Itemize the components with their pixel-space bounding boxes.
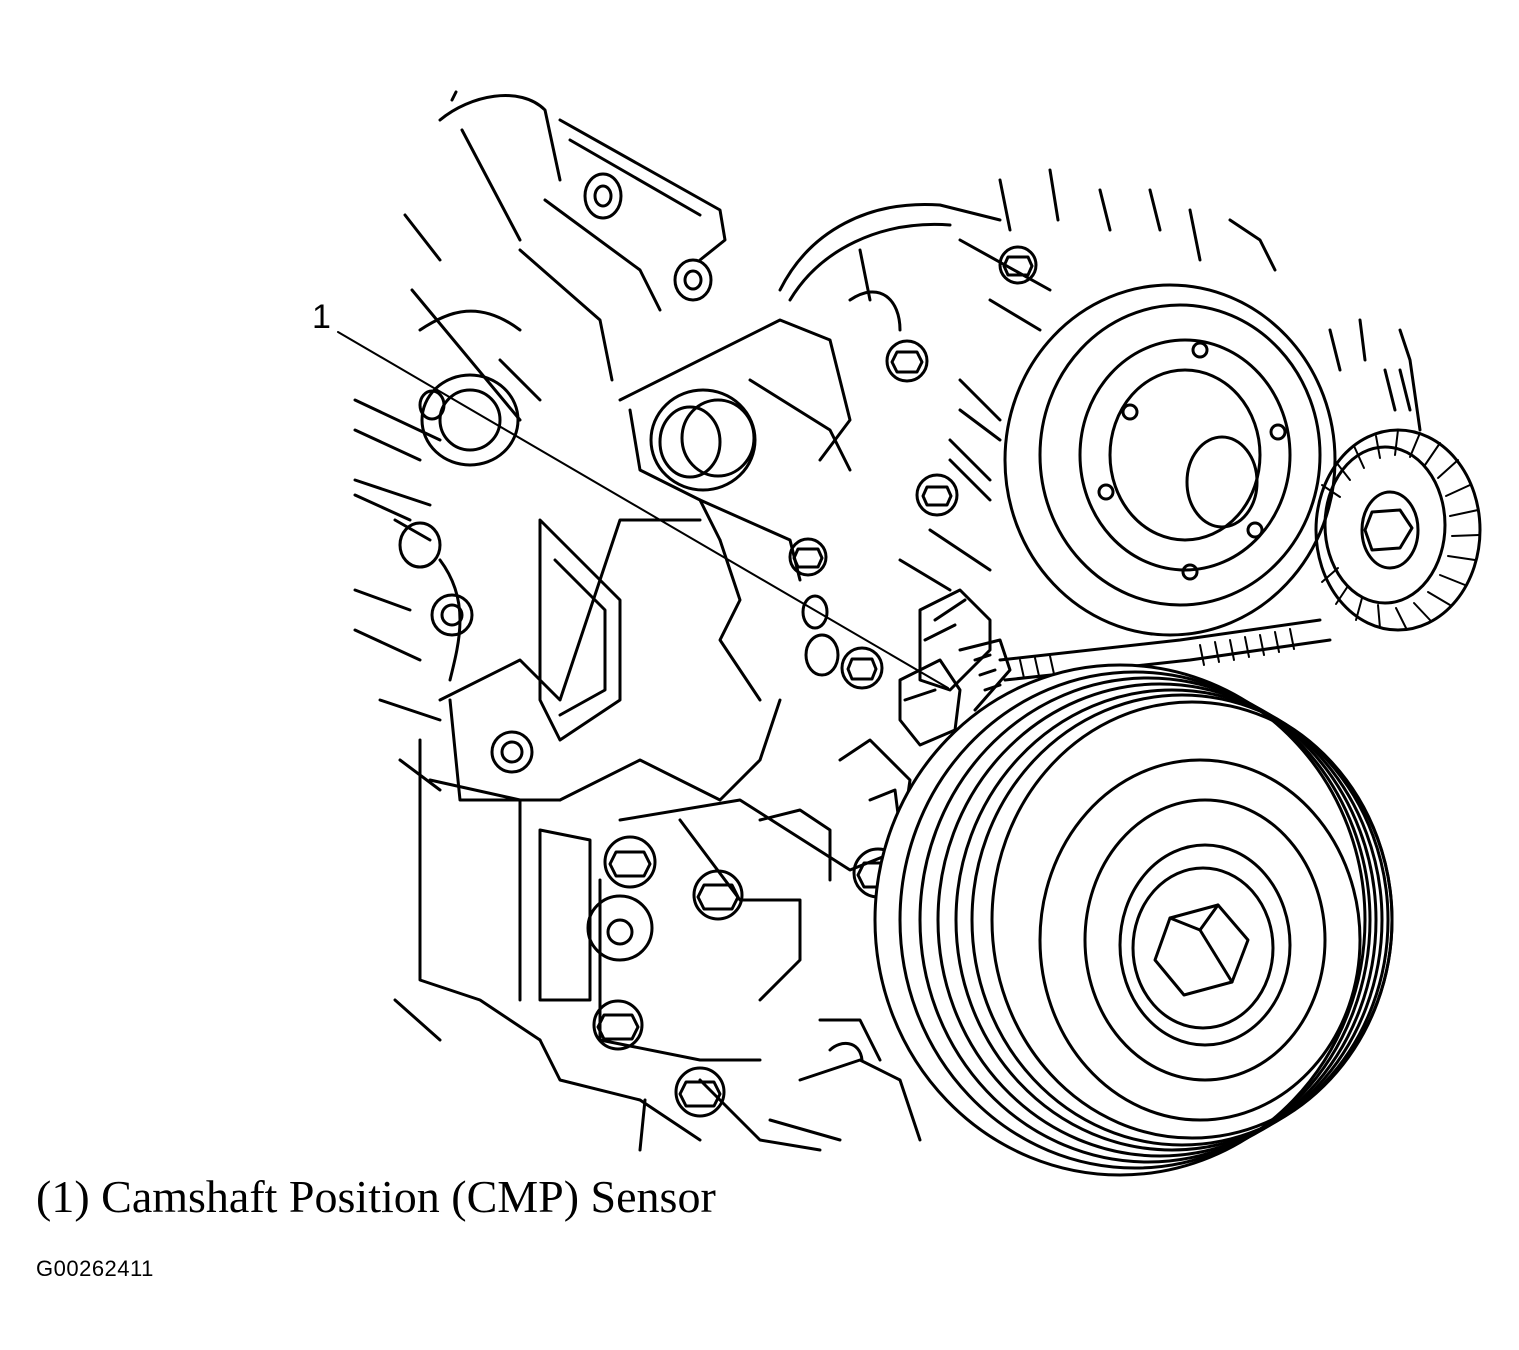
alternator [778,168,1422,592]
camshaft-position-sensor [898,588,1012,747]
crankshaft-pulley [873,663,1394,1177]
bracket-bosses [398,172,713,774]
callout-number: 1 [312,298,331,336]
callout-leader [337,331,949,689]
tensioner-pulley [1314,428,1482,632]
figure-id: G00262411 [36,1256,154,1281]
figure-caption: (1) Camshaft Position (CMP) Sensor [36,1171,716,1222]
bolts-lower [586,835,904,1118]
engine-block-outline [353,90,727,792]
bolts-middle [788,245,1038,690]
front-bracket [438,318,852,802]
alternator-pulley [1003,283,1337,637]
